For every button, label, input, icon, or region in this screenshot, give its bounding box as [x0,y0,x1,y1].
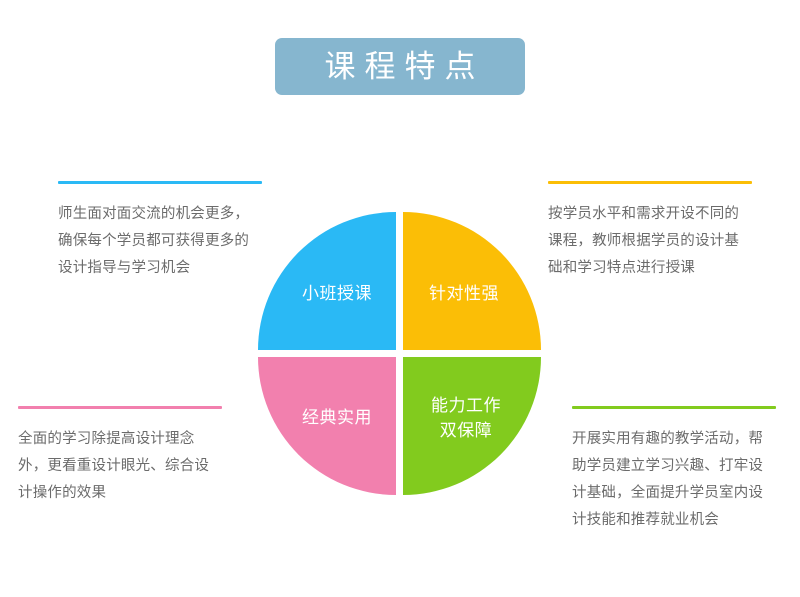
wheel-quadrant-bottom-right-label: 能力工作 双保障 [431,396,501,440]
feature-text-classic-practical: 全面的学习除提高设计理念外，更看重设计眼光、综合设计操作的效果 [18,431,210,501]
wheel-quadrant-bottom-right[interactable]: 能力工作 双保障 [403,357,541,495]
wheel-quadrant-top-right[interactable]: 针对性强 [403,212,541,350]
feature-text-ability-job: 开展实用有趣的教学活动，帮助学员建立学习兴趣、打牢设计基础，全面提升学员室内设计… [572,431,764,528]
wheel-quadrant-top-left[interactable]: 小班授课 [258,212,396,350]
feature-text-targeted: 按学员水平和需求开设不同的课程，教师根据学员的设计基础和学习特点进行授课 [548,206,740,276]
page-title-box: 课程特点 [275,38,525,95]
feature-block-classic-practical: 全面的学习除提高设计理念外，更看重设计眼光、综合设计操作的效果 [18,406,222,507]
feature-rule-classic-practical [18,406,222,409]
wheel-quadrant-top-left-label: 小班授课 [302,283,372,303]
page-title: 课程特点 [324,49,485,84]
feature-block-targeted: 按学员水平和需求开设不同的课程，教师根据学员的设计基础和学习特点进行授课 [548,181,752,282]
feature-text-small-class: 师生面对面交流的机会更多，确保每个学员都可获得更多的设计指导与学习机会 [58,206,250,276]
feature-block-ability-job: 开展实用有趣的教学活动，帮助学员建立学习兴趣、打牢设计基础，全面提升学员室内设计… [572,406,776,534]
feature-rule-small-class [58,181,262,184]
wheel-quadrant-bottom-left[interactable]: 经典实用 [258,357,396,495]
feature-block-small-class: 师生面对面交流的机会更多，确保每个学员都可获得更多的设计指导与学习机会 [58,181,262,282]
feature-rule-ability-job [572,406,776,409]
wheel-quadrant-bottom-left-label: 经典实用 [302,407,372,427]
wheel-quadrant-top-right-label: 针对性强 [429,283,499,303]
quadrant-wheel: 小班授课 针对性强 经典实用 能力工作 双保障 [258,212,541,495]
feature-rule-targeted [548,181,752,184]
